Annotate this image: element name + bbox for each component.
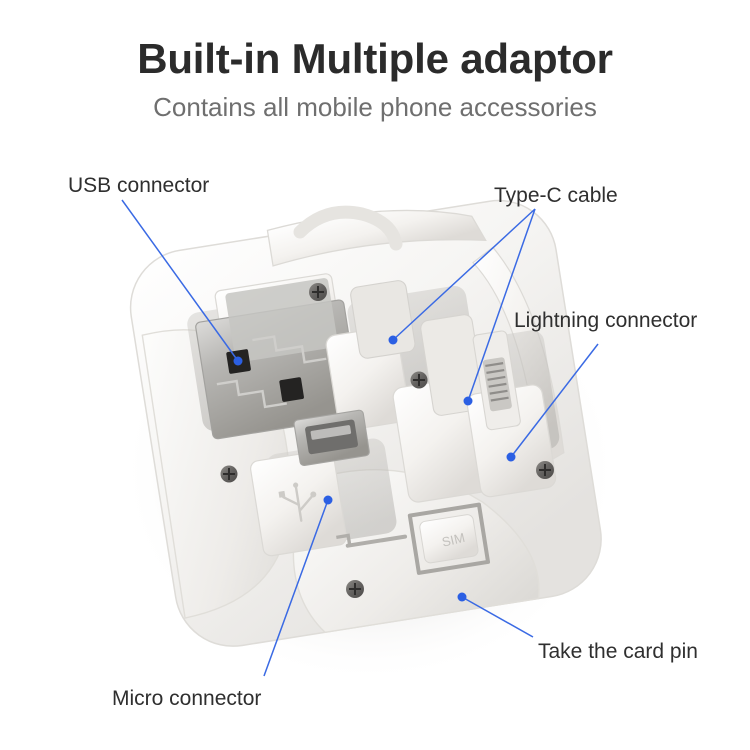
screw-head — [220, 465, 238, 483]
screw-head — [410, 371, 428, 389]
screw-head — [536, 461, 554, 479]
screw-head — [309, 283, 327, 301]
callout-label-usb-connector: USB connector — [68, 174, 210, 197]
page-subtitle: Contains all mobile phone accessories — [153, 92, 597, 122]
callout-label-type-c-cable: Type-C cable — [494, 184, 618, 207]
screw-heads — [220, 283, 554, 598]
micro-usb-connector — [293, 409, 370, 467]
callout-label-lightning-connector: Lightning connector — [514, 309, 698, 332]
svg-text:SIM: SIM — [440, 530, 466, 550]
page-title: Built-in Multiple adaptor — [137, 35, 613, 82]
coiled-cable — [293, 205, 403, 251]
callout-label-take-the-card-pin: Take the card pin — [538, 640, 698, 663]
screw-head — [346, 580, 364, 598]
type-c-connector — [350, 280, 416, 359]
sim-card-ejector-pin: SIM — [336, 502, 491, 575]
usb-a-connector — [195, 273, 362, 440]
callout-label-micro-connector: Micro connector — [112, 687, 262, 710]
